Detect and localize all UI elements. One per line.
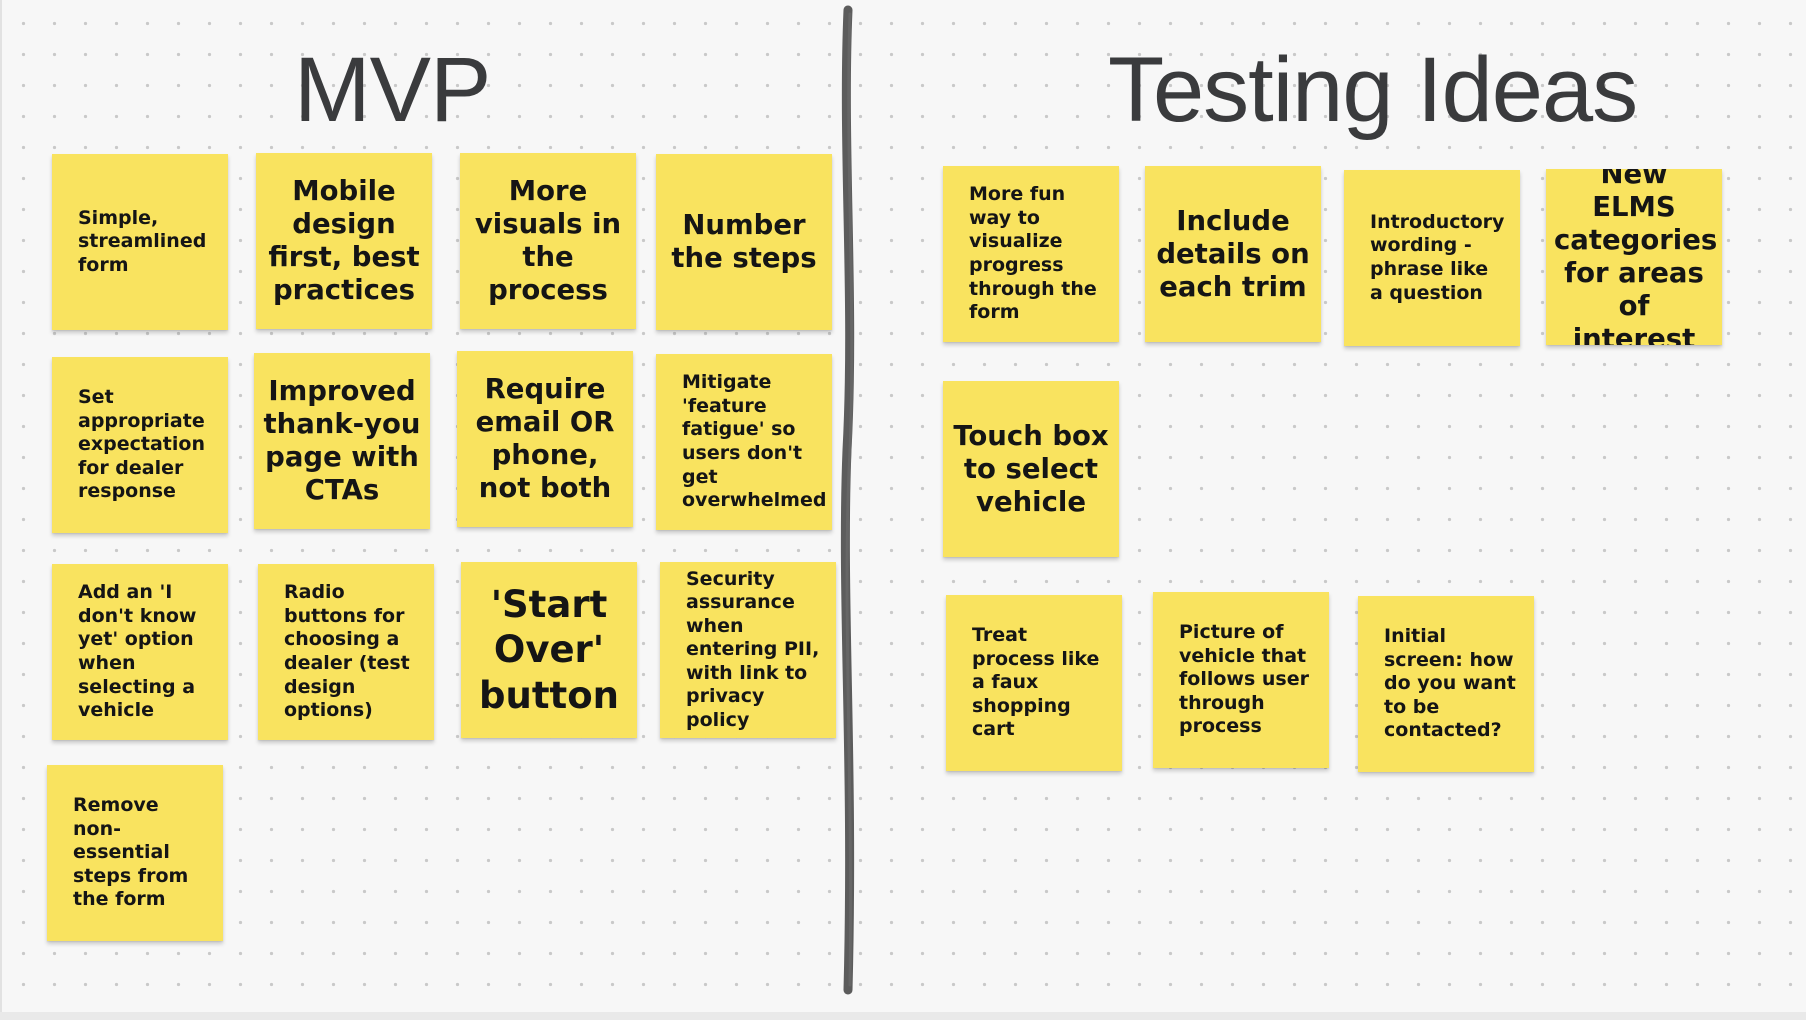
sticky-note[interactable]: Introductory wording - phrase like a que…: [1344, 170, 1520, 346]
mvp-heading[interactable]: MVP: [294, 39, 491, 141]
sticky-note-text: Include details on each trim: [1156, 204, 1310, 303]
sticky-note[interactable]: More visuals in the process: [460, 153, 636, 329]
sticky-note[interactable]: More fun way to visualize progress throu…: [943, 166, 1119, 342]
hand-drawn-divider-line[interactable]: [828, 0, 868, 1000]
sticky-note[interactable]: Number the steps: [656, 154, 832, 330]
sticky-note[interactable]: Require email OR phone, not both: [457, 351, 633, 527]
sticky-note[interactable]: Radio buttons for choosing a dealer (tes…: [258, 564, 434, 740]
sticky-note-text: Radio buttons for choosing a dealer (tes…: [284, 581, 410, 722]
sticky-note-text: Improved thank-you page with CTAs: [263, 375, 421, 506]
sticky-note[interactable]: Simple, streamlined form: [52, 154, 228, 330]
canvas-left-edge: [0, 0, 2, 1020]
sticky-note[interactable]: Include details on each trim: [1145, 166, 1321, 342]
sticky-note[interactable]: New ELMS categories for areas of interes…: [1546, 169, 1722, 345]
testing-ideas-heading[interactable]: Testing Ideas: [1108, 39, 1638, 141]
sticky-note-text: Set appropriate expectation for dealer r…: [78, 386, 205, 503]
sticky-note-text: Require email OR phone, not both: [475, 373, 615, 504]
sticky-note-text: Security assurance when entering PII, wi…: [686, 567, 820, 731]
sticky-note[interactable]: 'Start Over' button: [461, 562, 637, 738]
sticky-note-text: 'Start Over' button: [479, 583, 619, 717]
sticky-note[interactable]: Set appropriate expectation for dealer r…: [52, 357, 228, 533]
sticky-note[interactable]: Mobile design first, best practices: [256, 153, 432, 329]
sticky-note-text: Picture of vehicle that follows user thr…: [1179, 621, 1309, 738]
sticky-note-text: Number the steps: [671, 209, 817, 274]
sticky-note[interactable]: Picture of vehicle that follows user thr…: [1153, 592, 1329, 768]
sticky-note[interactable]: Treat process like a faux shopping cart: [946, 595, 1122, 771]
sticky-note-text: New ELMS categories for areas of interes…: [1554, 169, 1718, 345]
canvas-bottom-edge: [0, 1012, 1806, 1020]
sticky-note-text: Touch box to select vehicle: [953, 419, 1109, 518]
sticky-note[interactable]: Initial screen: how do you want to be co…: [1358, 596, 1534, 772]
sticky-note-text: More fun way to visualize progress throu…: [969, 183, 1097, 324]
sticky-note[interactable]: Touch box to select vehicle: [943, 381, 1119, 557]
sticky-note-text: Introductory wording - phrase like a que…: [1370, 210, 1505, 304]
sticky-note[interactable]: Mitigate 'feature fatigue' so users don'…: [656, 354, 832, 530]
sticky-note-text: Mobile design first, best practices: [268, 175, 420, 306]
sticky-note-text: Add an 'I don't know yet' option when se…: [78, 581, 197, 722]
sticky-note-text: Simple, streamlined form: [78, 206, 207, 276]
sticky-note[interactable]: Add an 'I don't know yet' option when se…: [52, 564, 228, 740]
sticky-note-text: Treat process like a faux shopping cart: [972, 624, 1100, 741]
sticky-note-text: More visuals in the process: [474, 175, 622, 306]
sticky-note-text: Remove non-essential steps from the form: [73, 794, 189, 911]
sticky-note-text: Mitigate 'feature fatigue' so users don'…: [682, 371, 827, 512]
sticky-note[interactable]: Security assurance when entering PII, wi…: [660, 562, 836, 738]
sticky-note[interactable]: Improved thank-you page with CTAs: [254, 353, 430, 529]
sticky-note[interactable]: Remove non-essential steps from the form: [47, 765, 223, 941]
sticky-note-text: Initial screen: how do you want to be co…: [1384, 625, 1516, 742]
